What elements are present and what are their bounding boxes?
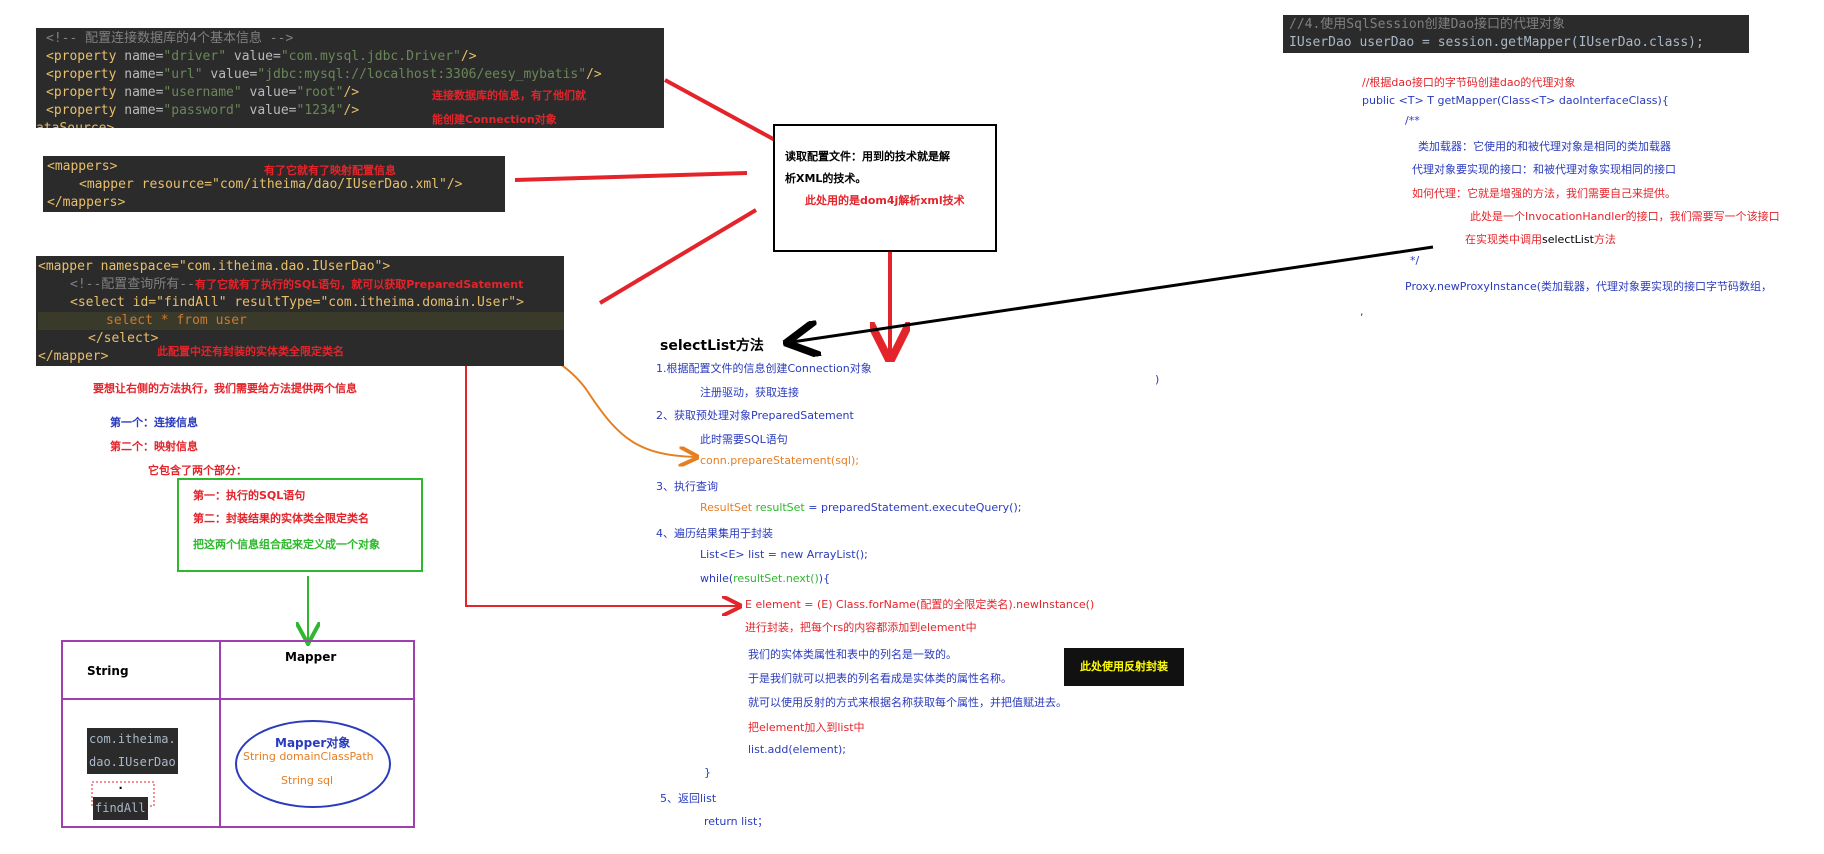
sl-step4b: while(resultSet.next()){ xyxy=(700,572,831,585)
sl-step4j: } xyxy=(704,766,711,779)
arrow-resulttype-to-element xyxy=(465,312,738,606)
sl-step4e: 我们的实体类属性和表中的列名是一致的。 xyxy=(748,648,957,661)
map-key-1: com.itheima. xyxy=(87,728,178,751)
map-key-4: findAll xyxy=(93,797,148,820)
proxy-note-6: 如何代理：它就是增强的方法，我们需要自己来提供。 xyxy=(1412,187,1676,200)
proxy-note-12: ) xyxy=(1155,373,1160,386)
sl-step4g: 就可以使用反射的方式来根据名称获取每个属性，并把值赋进去。 xyxy=(748,696,1067,709)
proxy-note-3: /** xyxy=(1405,114,1420,127)
mapper-line-comment: <!--配置查询所有--有了它就有了执行的SQL语句，就可以获取Prepared… xyxy=(70,277,524,292)
mapper-object-field-1: String domainClassPath xyxy=(243,750,374,763)
proxy-note-5: 代理对象要实现的接口：和被代理对象实现相同的接口 xyxy=(1412,163,1676,176)
map-key-3: . xyxy=(117,778,125,792)
mappers-code-block: <mappers> <mapper resource="com/itheima/… xyxy=(43,156,505,212)
parts-box: 第一：执行的SQL语句 第二：封装结果的实体类全限定类名 把这两个信息组合起来定… xyxy=(177,478,423,572)
parts-combine: 把这两个信息组合起来定义成一个对象 xyxy=(193,538,380,551)
sl-step4d: 进行封装，把每个rs的内容都添加到element中 xyxy=(745,621,977,634)
map-table-hdivider xyxy=(63,698,413,700)
config-line-username: <property name="username" value="root"/> xyxy=(46,85,360,100)
sl-step4c: E element = (E) Class.forName(配置的全限定类名).… xyxy=(745,598,1095,611)
mappers-note: 有了它就有了映射配置信息 xyxy=(264,164,396,177)
config-note-2: 能创建Connection对象 xyxy=(432,113,557,126)
sl-step5a: return list； xyxy=(704,815,769,828)
sl-step2b: conn.prepareStatement(sql); xyxy=(700,454,859,467)
mapper-code-block: <mapper namespace="com.itheima.dao.IUser… xyxy=(36,256,564,366)
mappers-open: <mappers> xyxy=(47,159,118,174)
config-cut-text: ataSource> xyxy=(36,120,664,128)
map-table-vdivider xyxy=(219,642,221,826)
config-comment: <!-- 配置连接数据库的4个基本信息 --> xyxy=(46,31,294,46)
map-table-col-mapper: Mapper xyxy=(285,650,337,664)
left-second: 第二个：映射信息 xyxy=(110,440,198,453)
sl-step3: 3、执行查询 xyxy=(656,480,718,493)
mapper-line-namespace: <mapper namespace="com.itheima.dao.IUser… xyxy=(38,259,391,274)
sl-step5: 5、返回list xyxy=(660,792,717,805)
mapper-object-title: Mapper对象 xyxy=(275,736,351,750)
sl-step2: 2、获取预处理对象PreparedSatement xyxy=(656,409,854,422)
top-right-line: IUserDao userDao = session.getMapper(IUs… xyxy=(1289,35,1704,50)
sl-step4i: list.add(element); xyxy=(748,743,847,756)
config-line-url: <property name="url" value="jdbc:mysql:/… xyxy=(46,67,602,82)
map-key-2: dao.IUserDao xyxy=(87,751,178,774)
mappers-close: </mappers> xyxy=(47,195,126,210)
proxy-note-4: 类加载器：它使用的和被代理对象是相同的类加载器 xyxy=(1418,140,1671,153)
center-box-line3: 此处用的是dom4j解析xml技术 xyxy=(805,194,965,207)
top-right-code-block: //4.使用SqlSession创建Dao接口的代理对象 IUserDao us… xyxy=(1283,15,1749,53)
left-two-parts: 它包含了两个部分： xyxy=(148,464,247,477)
proxy-note-2: public <T> T getMapper(Class<T> daoInter… xyxy=(1362,94,1669,107)
config-line-driver: <property name="driver" value="com.mysql… xyxy=(46,49,477,64)
sl-step4h: 把element加入到list中 xyxy=(748,721,865,734)
proxy-note-7: 此处是一个InvocationHandler的接口，我们需要写一个该接口 xyxy=(1470,210,1780,223)
proxy-note-9: */ xyxy=(1410,254,1420,267)
map-table-col-string: String xyxy=(87,664,129,678)
mapper-line-sql: select * from user xyxy=(38,312,564,330)
config-note-1: 连接数据库的信息，有了他们就 xyxy=(432,89,586,102)
mapper-object-field-2: String sql xyxy=(281,774,334,787)
center-box: 读取配置文件：用到的技术就是解 析XML的技术。 此处用的是dom4j解析xml… xyxy=(773,124,997,252)
parts-1: 第一：执行的SQL语句 xyxy=(193,489,306,502)
sl-step4f: 于是我们就可以把表的列名看成是实体类的属性名称。 xyxy=(748,672,1012,685)
line-mapper-to-box xyxy=(598,208,758,305)
left-first: 第一个：连接信息 xyxy=(110,416,198,429)
sl-step4: 4、遍历结果集用于封装 xyxy=(656,527,773,540)
arrow-proxy-to-selectlist xyxy=(792,245,1434,342)
sl-step2a: 此时需要SQL语句 xyxy=(700,433,788,446)
left-intro: 要想让右侧的方法执行，我们需要给方法提供两个信息 xyxy=(93,382,357,395)
top-right-comment: //4.使用SqlSession创建Dao接口的代理对象 xyxy=(1289,17,1566,32)
mapper-line-select: <select id="findAll" resultType="com.ith… xyxy=(70,295,524,310)
map-table: String Mapper com.itheima. dao.IUserDao … xyxy=(61,640,415,828)
config-line-password: <property name="password" value="1234"/> xyxy=(46,103,360,118)
parts-2: 第二：封装结果的实体类全限定类名 xyxy=(193,512,369,525)
sl-step1: 1.根据配置文件的信息创建Connection对象 xyxy=(656,362,872,375)
line-mappers-to-box xyxy=(514,171,748,182)
mapper-line-close: </mapper> xyxy=(38,349,109,364)
sl-step1a: 注册驱动，获取连接 xyxy=(700,386,799,399)
center-box-line1: 读取配置文件：用到的技术就是解 xyxy=(785,150,950,163)
proxy-note-10: Proxy.newProxyInstance(类加载器，代理对象要实现的接口字节… xyxy=(1405,280,1773,293)
mapper-line-select-close: </select> xyxy=(88,331,159,346)
mapper-object-ellipse: Mapper对象 String domainClassPath String s… xyxy=(235,720,391,808)
line-config-to-box xyxy=(664,78,776,142)
config-code-block: <!-- 配置连接数据库的4个基本信息 --> <property name="… xyxy=(36,28,664,128)
sl-step4a: List<E> list = new ArrayList(); xyxy=(700,548,868,561)
sl-step3a: ResultSet resultSet = preparedStatement.… xyxy=(700,501,1022,514)
center-box-line2: 析XML的技术。 xyxy=(785,172,867,185)
map-key-block: com.itheima. dao.IUserDao . findAll xyxy=(87,728,178,820)
reflect-badge: 此处使用反射封装 xyxy=(1064,648,1184,686)
proxy-note-1: //根据dao接口的字节码创建dao的代理对象 xyxy=(1362,76,1576,89)
mapper-note: 此配置中还有封装的实体类全限定类名 xyxy=(157,345,344,358)
proxy-note-11: , xyxy=(1360,305,1364,318)
proxy-note-8: 在实现类中调用selectList方法 xyxy=(1465,233,1616,246)
mappers-mapper-line: <mapper resource="com/itheima/dao/IUserD… xyxy=(79,177,463,192)
selectlist-title: selectList方法 xyxy=(660,338,764,354)
